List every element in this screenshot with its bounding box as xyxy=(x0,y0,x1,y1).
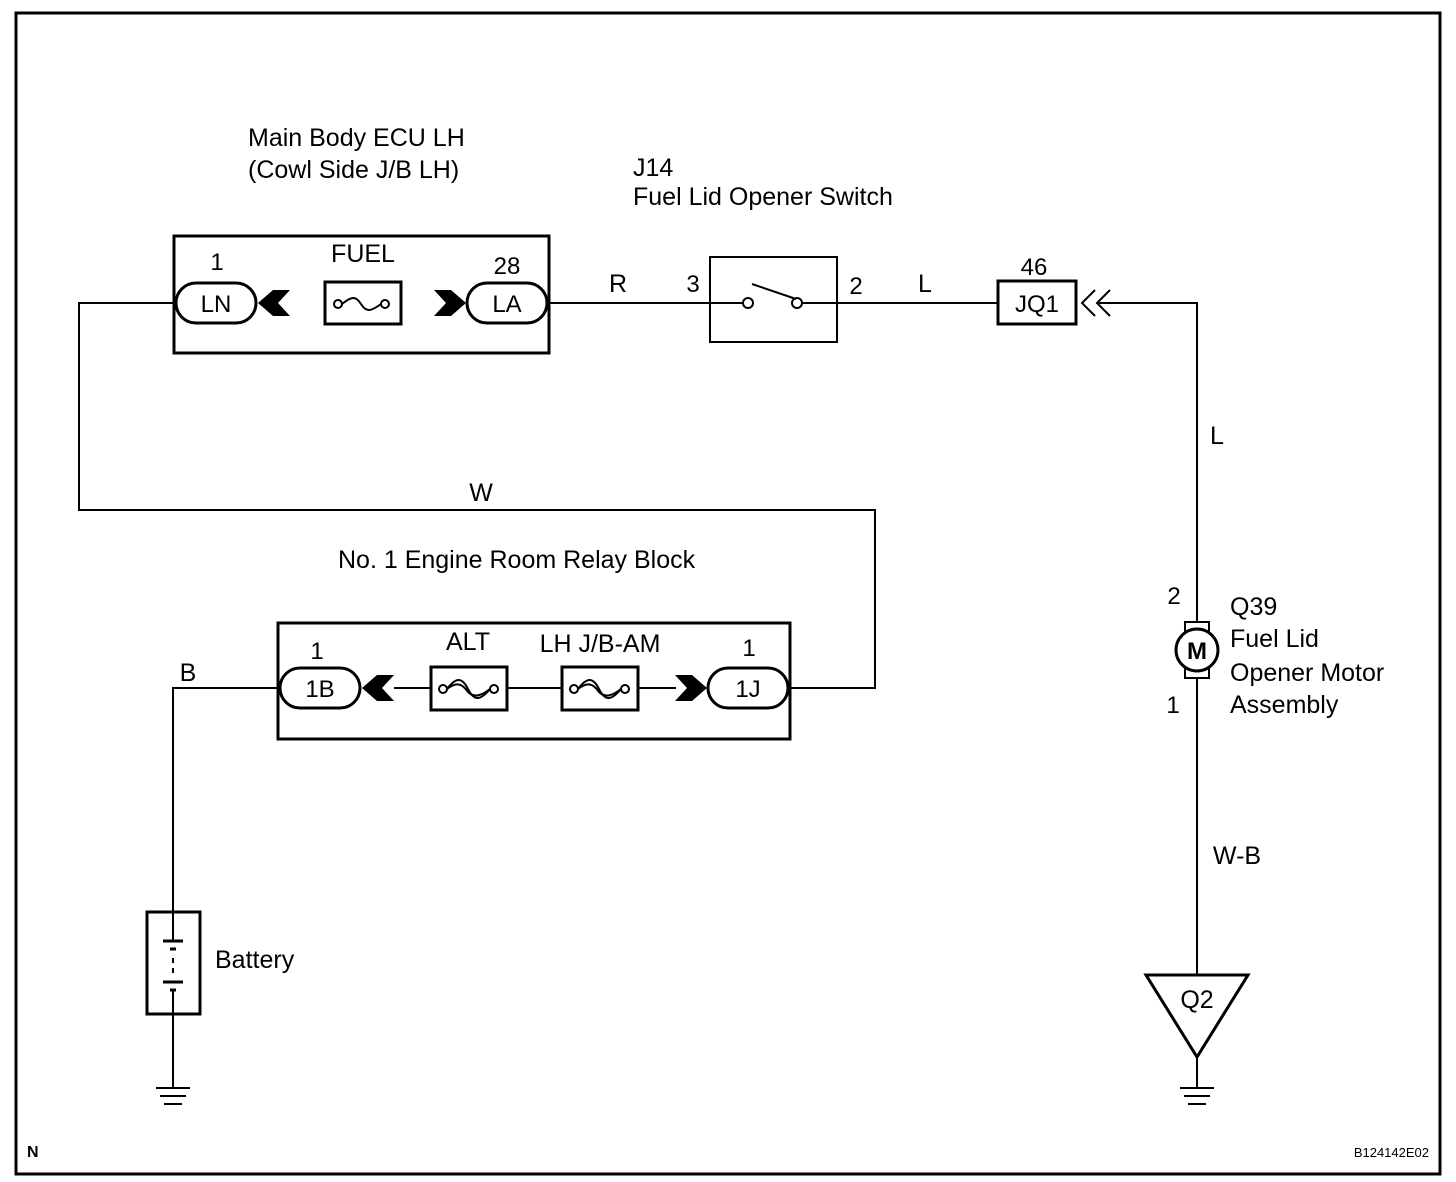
wire-color-r: R xyxy=(609,270,627,298)
ecu-left-pin: 1 xyxy=(210,249,223,276)
motor-code: Q39 xyxy=(1230,593,1277,621)
fuse-element-icon xyxy=(341,297,382,311)
relay-block-title: No. 1 Engine Room Relay Block xyxy=(338,546,696,574)
wire-color-l-right: L xyxy=(1210,422,1224,450)
junction-pin: 46 xyxy=(1021,254,1048,281)
motor-name-line3: Assembly xyxy=(1230,691,1339,719)
ecu-title-line1: Main Body ECU LH xyxy=(248,124,465,152)
ecu-arrow-left-icon xyxy=(258,290,290,316)
motor-icon xyxy=(1174,627,1220,673)
junction-arrow-b-icon xyxy=(1095,289,1111,317)
switch-name: Fuel Lid Opener Switch xyxy=(633,183,893,211)
ground-point-code: Q2 xyxy=(1180,986,1213,1014)
ecu-terminal-la xyxy=(465,281,549,325)
wire-w xyxy=(78,302,876,689)
switch-pin-out: 2 xyxy=(849,273,862,300)
battery-label: Battery xyxy=(215,946,295,974)
wire-color-l-top: L xyxy=(918,270,932,298)
lhjb-fuse-label: LH J/B-AM xyxy=(540,630,661,658)
corner-label: N xyxy=(27,1144,39,1161)
relay-block-box xyxy=(276,621,792,741)
ground-point-triangle xyxy=(1143,973,1251,1060)
relay-left-pin: 1 xyxy=(310,638,323,665)
motor-name-line1: Fuel Lid xyxy=(1230,625,1319,653)
fusible-link-icon xyxy=(577,679,622,699)
alt-fuse-terminal-a xyxy=(438,684,448,694)
relay-terminal-1j xyxy=(706,666,790,710)
wire-color-b: B xyxy=(180,659,197,687)
ecu-terminal-ln xyxy=(174,281,258,325)
lhjb-fuse-terminal-b xyxy=(620,684,630,694)
alt-fuse-label: ALT xyxy=(446,628,490,656)
junction-connector-box xyxy=(996,279,1078,326)
fusible-link-icon-inner xyxy=(446,683,491,697)
relay-right-pin: 1 xyxy=(742,635,755,662)
motor-name-line2: Opener Motor xyxy=(1230,659,1384,687)
relay-arrow-right-icon xyxy=(675,675,707,701)
relay-arrow-left-icon xyxy=(362,675,394,701)
figure-id: B124142E02 xyxy=(1354,1145,1429,1160)
earth-ground-icon xyxy=(156,1087,190,1105)
ecu-fuse-label: FUEL xyxy=(331,240,395,268)
relay-terminal-1j-label: 1J xyxy=(735,676,760,703)
switch-contact-a xyxy=(742,297,754,309)
wire-b xyxy=(172,687,278,912)
wire-color-w: W xyxy=(469,479,493,507)
ecu-right-pin: 28 xyxy=(494,253,521,280)
battery-icon xyxy=(163,912,183,1014)
wire-color-wb: W-B xyxy=(1213,842,1261,870)
relay-terminal-1b-label: 1B xyxy=(305,676,334,703)
ecu-terminal-ln-label: LN xyxy=(201,291,232,318)
alt-fuse-terminal-b xyxy=(489,684,499,694)
switch-blade-icon xyxy=(751,283,797,300)
fuel-lid-switch-box xyxy=(709,256,838,343)
wire-l-motor xyxy=(1098,302,1198,622)
relay-terminal-1b xyxy=(278,666,362,710)
motor-symbol: M xyxy=(1187,638,1207,665)
junction-terminal-label: JQ1 xyxy=(1015,291,1059,318)
fusible-link-icon-inner xyxy=(577,683,622,697)
ecu-arrow-right-icon xyxy=(434,290,466,316)
junction-arrow-a-icon xyxy=(1080,289,1096,317)
fuel-fuse-terminal-a xyxy=(333,299,343,309)
motor-pin-bottom: 1 xyxy=(1166,692,1179,719)
switch-pin-in: 3 xyxy=(686,271,699,298)
switch-contact-b xyxy=(791,297,803,309)
ecu-terminal-la-label: LA xyxy=(492,291,521,318)
lhjb-fuse-terminal-a xyxy=(569,684,579,694)
fusible-link-icon xyxy=(446,679,491,699)
earth-ground-icon xyxy=(1180,1087,1214,1105)
fuel-fuse-terminal-b xyxy=(380,299,390,309)
motor-pin-top: 2 xyxy=(1167,583,1180,610)
ecu-title-line2: (Cowl Side J/B LH) xyxy=(248,156,459,184)
switch-code: J14 xyxy=(633,154,673,182)
